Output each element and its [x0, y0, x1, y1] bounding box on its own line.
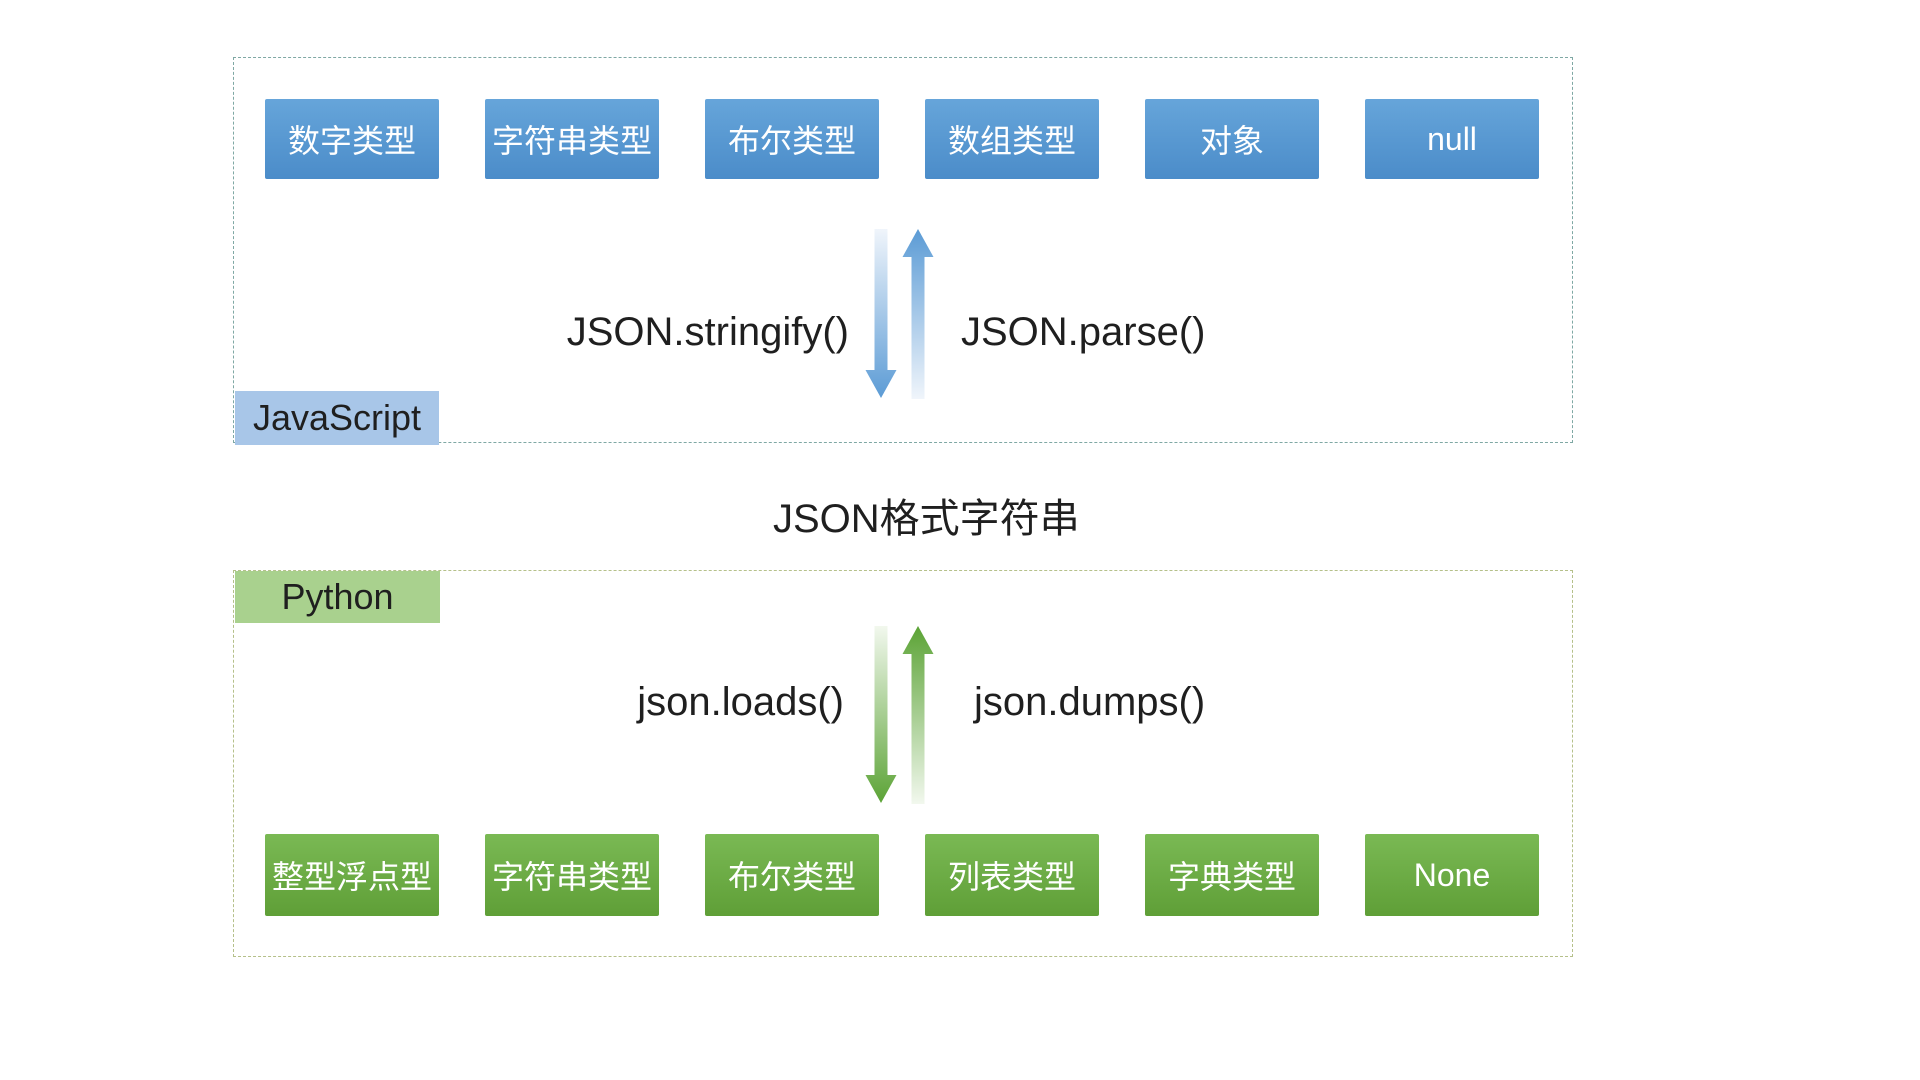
- py-arrows: [865, 626, 934, 804]
- js-type-box: 数组类型: [925, 99, 1099, 179]
- json-stringify-label: JSON.stringify(): [566, 310, 849, 354]
- javascript-section: 数字类型 字符串类型 布尔类型 数组类型 对象 null JSON.string…: [233, 57, 1573, 445]
- up-arrow-icon: [902, 229, 934, 399]
- py-type-box: 整型浮点型: [265, 834, 439, 916]
- py-type-box: 列表类型: [925, 834, 1099, 916]
- python-type-row: 整型浮点型 字符串类型 布尔类型 列表类型 字典类型 None: [265, 834, 1539, 916]
- py-type-box: None: [1365, 834, 1539, 916]
- python-label: Python: [235, 571, 440, 623]
- js-type-box: 对象: [1145, 99, 1319, 179]
- js-type-box: 布尔类型: [705, 99, 879, 179]
- down-arrow-icon: [865, 626, 897, 803]
- python-section: Python json.loads() json.dumps(): [233, 570, 1573, 957]
- js-type-box: null: [1365, 99, 1539, 179]
- down-arrow-icon: [865, 229, 897, 398]
- py-type-box: 字典类型: [1145, 834, 1319, 916]
- json-string-title: JSON格式字符串: [773, 497, 1080, 541]
- js-type-box: 字符串类型: [485, 99, 659, 179]
- js-type-box: 数字类型: [265, 99, 439, 179]
- py-type-box: 字符串类型: [485, 834, 659, 916]
- js-arrows: [865, 229, 934, 399]
- json-dumps-label: json.dumps(): [974, 680, 1206, 724]
- py-type-box: 布尔类型: [705, 834, 879, 916]
- javascript-label: JavaScript: [235, 391, 439, 445]
- up-arrow-icon: [902, 626, 934, 804]
- json-parse-label: JSON.parse(): [961, 310, 1206, 354]
- javascript-type-row: 数字类型 字符串类型 布尔类型 数组类型 对象 null: [265, 99, 1539, 179]
- json-loads-label: json.loads(): [637, 680, 844, 724]
